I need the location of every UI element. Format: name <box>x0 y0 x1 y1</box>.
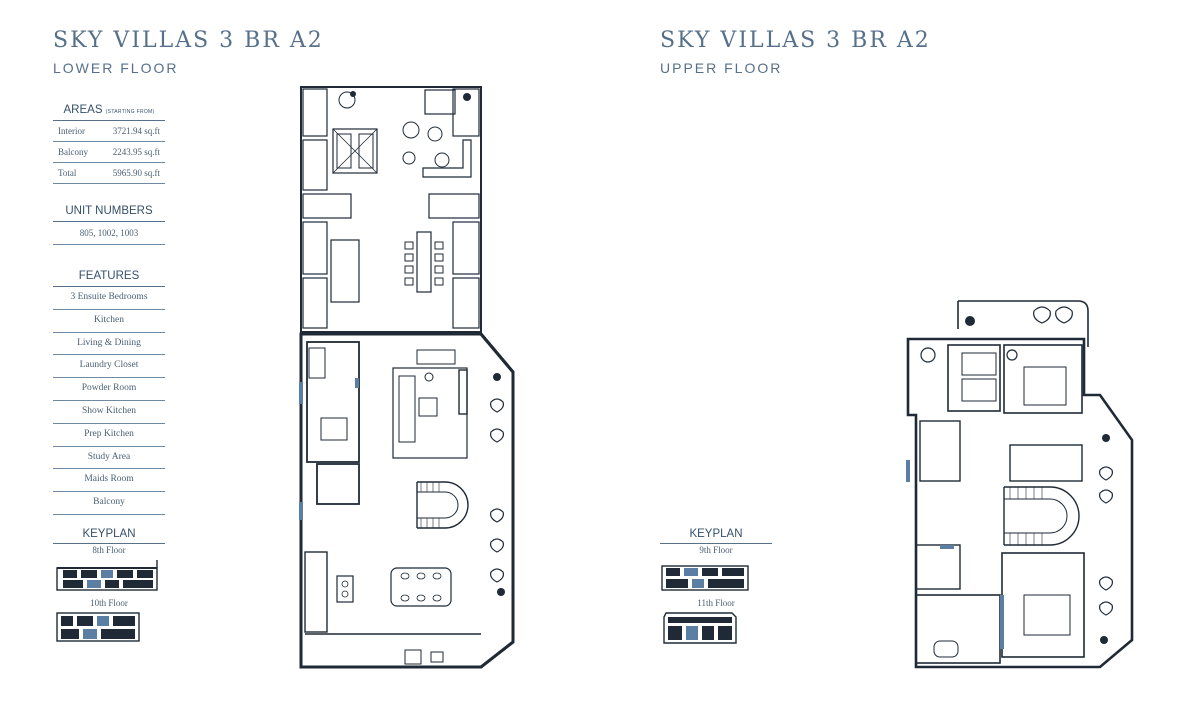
upper-floor-subtitle: UPPER FLOOR <box>660 60 783 76</box>
keyplan-lower-heading: KEYPLAN <box>82 528 136 540</box>
keyplan-upper-floor-2: 11th Floor <box>697 598 735 608</box>
keyplan-upper: KEYPLAN 9th Floor 11th Floor <box>660 528 772 649</box>
areas-divider <box>53 120 165 121</box>
keyplan-upper-divider <box>660 543 772 544</box>
keyplan-upper-heading: KEYPLAN <box>689 528 743 540</box>
feature-item: 3 Ensuite Bedrooms <box>53 287 165 310</box>
keyplan-8th-floor-diagram <box>56 560 158 591</box>
unit-numbers-value: 805, 1002, 1003 <box>53 222 165 245</box>
keyplan-lower-floor-1: 8th Floor <box>92 545 126 555</box>
keyplan-9th-floor-diagram <box>661 565 749 591</box>
keyplan-lower: KEYPLAN 8th Floor 10th Floor <box>53 528 165 649</box>
feature-item: Kitchen <box>53 310 165 333</box>
keyplan-lower-floor-2: 10th Floor <box>90 598 128 608</box>
unit-numbers-divider <box>53 221 165 222</box>
features-heading: FEATURES <box>78 270 140 282</box>
feature-item: Show Kitchen <box>53 401 165 424</box>
keyplan-lower-divider <box>53 543 165 544</box>
keyplan-10th-floor-diagram <box>56 612 140 642</box>
features-divider <box>53 286 165 287</box>
feature-item: Powder Room <box>53 378 165 401</box>
feature-item: Maids Room <box>53 469 165 493</box>
lower-floor-subtitle: LOWER FLOOR <box>53 60 179 76</box>
unit-numbers-heading: UNIT NUMBERS <box>65 205 153 217</box>
feature-item: Prep Kitchen <box>53 424 165 447</box>
upper-floor-title: SKY VILLAS 3 BR A2 <box>660 28 931 53</box>
areas-heading: AREAS (STARTING FROM) <box>63 104 155 116</box>
unit-numbers: UNIT NUMBERS 805, 1002, 1003 <box>53 205 165 245</box>
feature-item: Balcony <box>53 492 165 515</box>
feature-item: Study Area <box>53 447 165 470</box>
lower-floor-plan <box>299 86 515 669</box>
keyplan-11th-floor-diagram <box>663 612 737 644</box>
feature-item: Laundry Closet <box>53 355 165 379</box>
features-list: FEATURES 3 Ensuite Bedrooms Kitchen Livi… <box>53 270 165 515</box>
keyplan-upper-floor-1: 9th Floor <box>699 545 733 555</box>
upper-floor-plan <box>906 300 1134 669</box>
feature-item: Living & Dining <box>53 333 165 356</box>
lower-floor-title: SKY VILLAS 3 BR A2 <box>53 28 324 53</box>
